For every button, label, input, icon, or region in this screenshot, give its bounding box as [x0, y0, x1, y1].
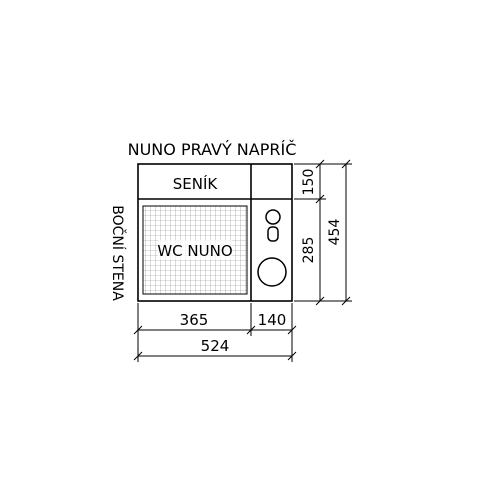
horizontal-dimension-lines	[133, 303, 297, 362]
side-wall-label: BOČNÍ STENA	[109, 205, 127, 301]
dim-height-hay-loft: 150	[301, 169, 317, 196]
dim-width-total: 524	[201, 337, 230, 355]
toilet-icon	[265, 209, 281, 242]
dim-width-wc: 365	[180, 311, 209, 329]
dim-height-wc: 285	[301, 237, 317, 264]
room-label-hay-loft: SENÍK	[173, 174, 219, 193]
dim-height-total: 454	[327, 219, 343, 246]
dim-width-right-column: 140	[258, 311, 287, 329]
room-label-wc: WC NUNO	[157, 242, 232, 260]
drawing-title: NUNO PRAVÝ NAPRÍČ	[128, 140, 297, 159]
vertical-dimension-lines	[294, 159, 352, 306]
room-label-backdrop	[158, 240, 232, 260]
plan-outline	[137, 163, 293, 302]
round-basin-icon	[257, 257, 287, 287]
